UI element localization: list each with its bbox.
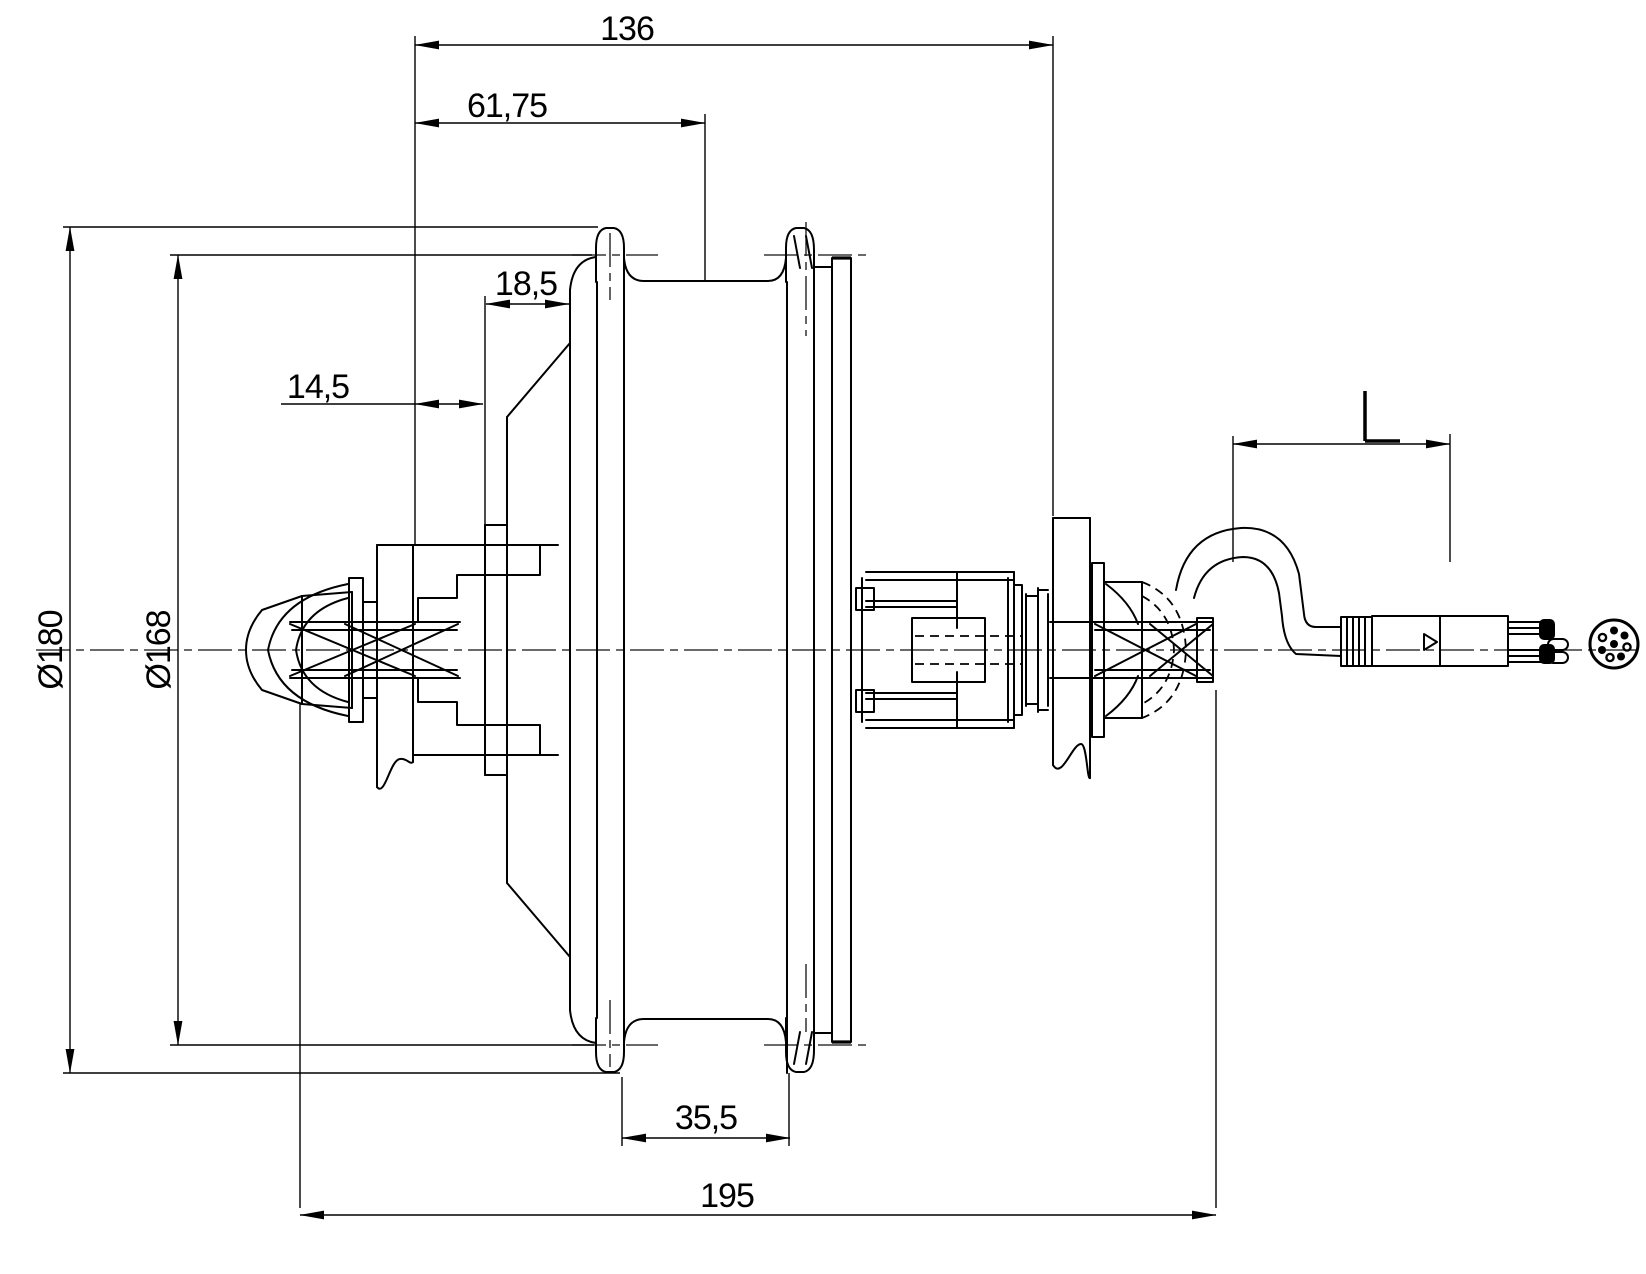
cover-top-curve xyxy=(569,256,597,291)
cassette-core xyxy=(911,617,986,683)
cable-and-connector xyxy=(1175,526,1569,667)
left-axle-threads xyxy=(289,623,459,677)
connector-body xyxy=(1371,615,1509,667)
cassette-splines-bottom xyxy=(865,692,1015,729)
connector-pin-bottom xyxy=(1547,651,1569,664)
dimension-18-5: 18,5 xyxy=(484,265,571,525)
connector-face-view xyxy=(1588,618,1640,670)
left-axle-assembly xyxy=(245,544,461,790)
right-axle-shaft xyxy=(1049,621,1214,679)
cable-hook-inner xyxy=(1193,556,1342,657)
dimension-d180: Ø180 xyxy=(32,226,620,1074)
spoke-hole-top xyxy=(793,235,813,269)
dim-text-136: 136 xyxy=(600,10,654,48)
dimension-61-75: 61,75 xyxy=(414,87,706,281)
dimension-195: 195 xyxy=(299,690,1217,1220)
side-cover xyxy=(376,256,597,1044)
dim-text-d168: Ø168 xyxy=(140,610,178,689)
dimension-d168: Ø168 xyxy=(140,254,594,1046)
cassette-splines-top xyxy=(865,571,1015,608)
left-flange-bottom xyxy=(595,1017,625,1073)
dim-text-18-5: 18,5 xyxy=(495,265,557,303)
left-axle-shaft xyxy=(289,621,461,679)
right-dropout-break xyxy=(1052,743,1091,780)
connector-orientation-triangle-icon xyxy=(1423,633,1438,651)
connector-face-pin-4 xyxy=(1617,652,1625,661)
connector-pin-top xyxy=(1547,638,1569,651)
right-axle-assembly xyxy=(1049,517,1214,780)
connector-face-pin-2 xyxy=(1620,631,1629,640)
right-axle-threads xyxy=(1094,623,1214,677)
cable-hook-outer xyxy=(1175,526,1342,628)
cover-cone-top xyxy=(506,342,571,418)
strain-relief xyxy=(1340,616,1373,667)
dim-cable-tick-mark xyxy=(1363,391,1400,443)
connector-face-pin-1 xyxy=(1610,626,1618,635)
dimension-136: 136 xyxy=(414,10,1054,545)
right-nut-body xyxy=(1103,581,1143,719)
left-dropout-break xyxy=(376,757,414,790)
right-flange-top xyxy=(785,227,815,283)
left-dome-nut-outline xyxy=(245,591,353,709)
lockring xyxy=(1025,587,1049,713)
cassette-hidden-lines xyxy=(915,635,1022,665)
cassette-right-end xyxy=(1007,571,1023,729)
left-flange-top xyxy=(595,227,625,283)
dimension-14-5: 14,5 xyxy=(281,368,484,409)
cassette-tab-bottom xyxy=(855,689,875,713)
left-dome-nut-arc-inner xyxy=(295,597,349,703)
left-spacer xyxy=(362,601,378,699)
connector-face-pin-3 xyxy=(1622,642,1632,652)
dim-text-14-5: 14,5 xyxy=(287,368,349,406)
right-nut-dome-hidden-inner xyxy=(1141,595,1175,705)
dimensions: 136 61,75 18,5 14,5 Ø180 xyxy=(32,10,1451,1220)
cassette-body xyxy=(855,571,1049,729)
dim-text-d180: Ø180 xyxy=(32,610,70,689)
connector-pin-block-bottom xyxy=(1539,644,1555,664)
axle-end-nut xyxy=(1196,617,1214,683)
dimension-35-5: 35,5 xyxy=(621,1073,791,1146)
spoke-hole-bottom xyxy=(793,1031,813,1065)
shell-barrel-bottom xyxy=(623,1018,787,1043)
connector-face-pin-6 xyxy=(1598,646,1606,654)
hub-shell xyxy=(595,227,852,1074)
shell-barrel-top xyxy=(623,257,787,282)
dim-text-61-75: 61,75 xyxy=(467,87,547,125)
connector-face-pin-7 xyxy=(1597,632,1608,643)
cover-cone-bottom xyxy=(506,882,571,958)
left-dome-nut-arc-outer xyxy=(267,583,349,717)
connector-face-center-pin xyxy=(1610,640,1618,648)
dimension-cable xyxy=(1232,391,1451,562)
connector-pin-block-top xyxy=(1539,619,1555,640)
bearing-boss-top xyxy=(376,544,559,623)
dim-text-195: 195 xyxy=(700,1177,754,1215)
connector-face-pin-5 xyxy=(1605,652,1615,663)
right-nut-chamfers xyxy=(1105,583,1139,717)
connector-pin-wires xyxy=(1507,621,1543,663)
cover-bottom-curve xyxy=(569,1009,597,1044)
cassette-tab-top xyxy=(855,587,875,611)
connector-face-outline xyxy=(1588,618,1640,670)
bearing-boss-bottom xyxy=(412,677,559,756)
dim-text-35-5: 35,5 xyxy=(675,1099,737,1137)
